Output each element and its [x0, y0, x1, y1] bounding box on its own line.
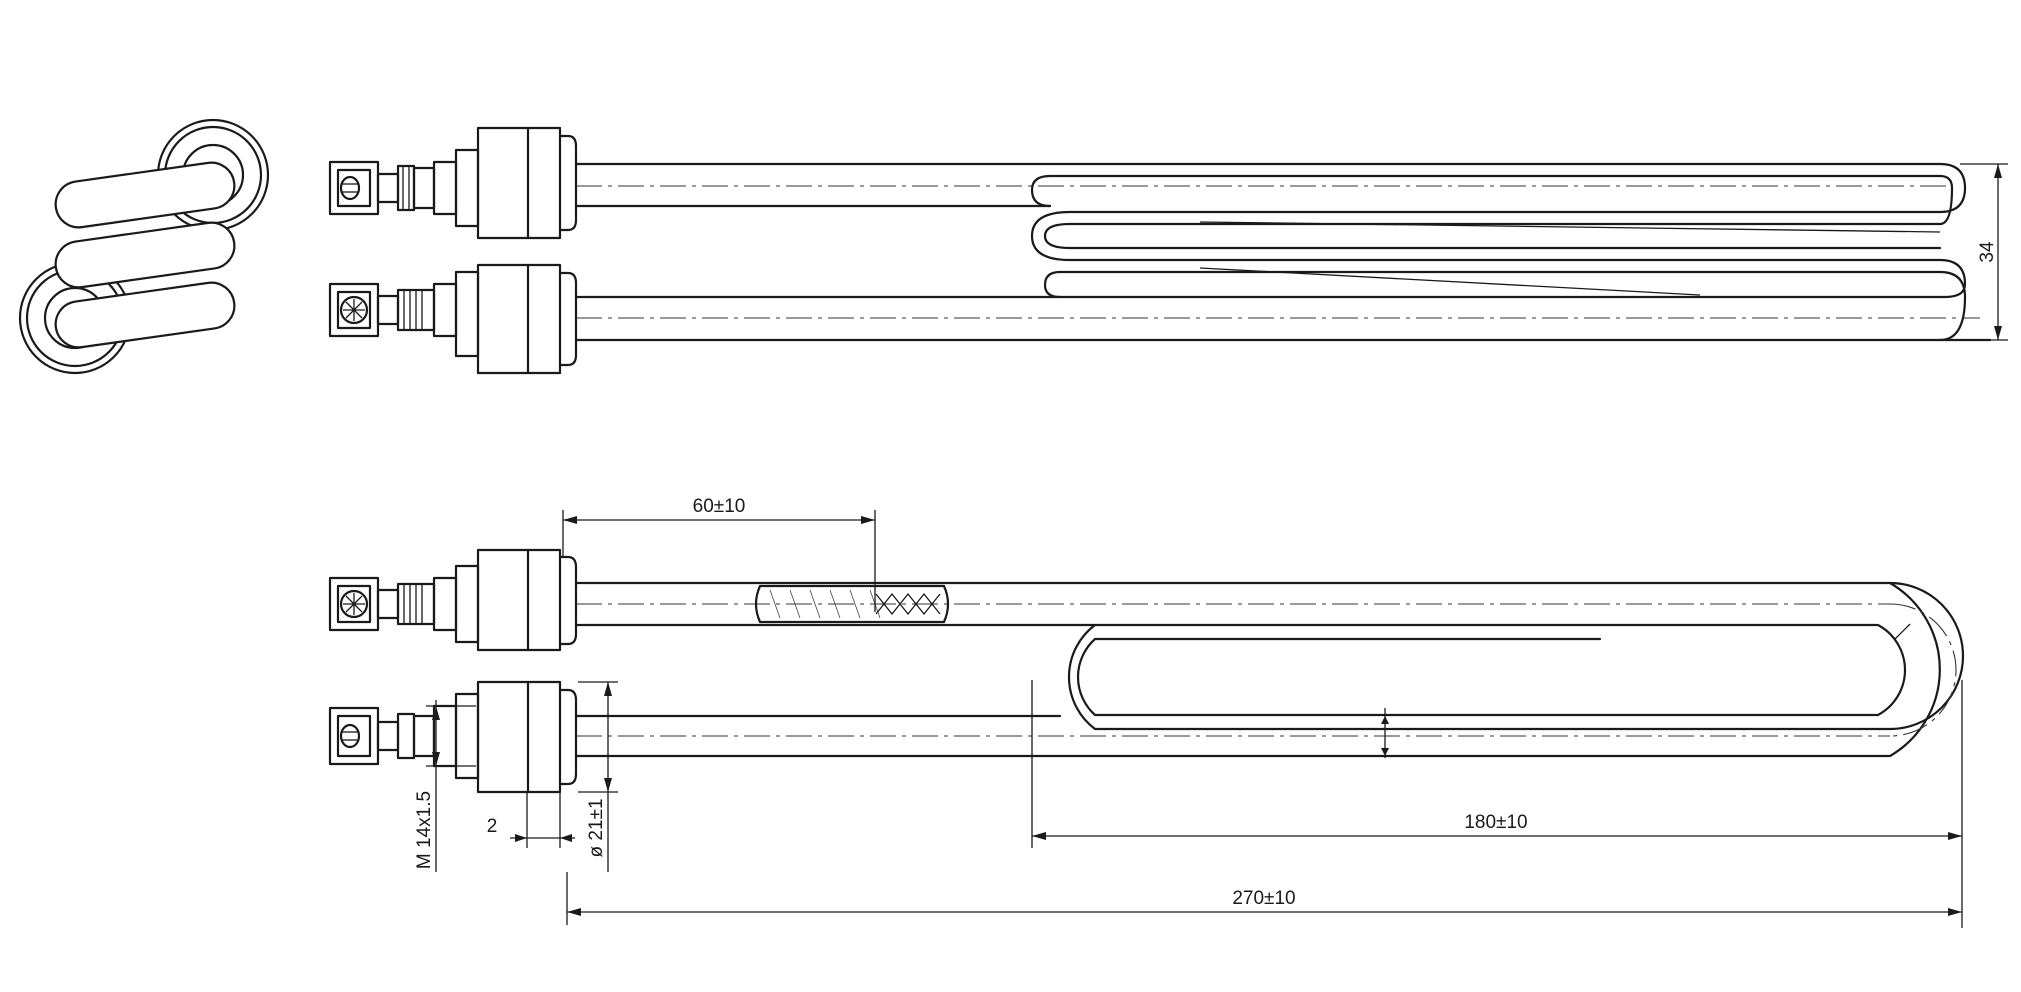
dimension-nut-diameter: ø 21±1 — [578, 681, 618, 872]
dimension-loop-length: 180±10 — [1031, 680, 1963, 928]
nut-diameter-label: ø 21±1 — [586, 798, 607, 857]
side-lower-terminal — [328, 680, 578, 794]
overall-length-label: 270±10 — [1232, 888, 1295, 909]
dimension-inner-gap — [1381, 623, 1911, 758]
flange-thickness-label: 2 — [487, 816, 498, 837]
dimension-overall-length: 270±10 — [566, 872, 1962, 925]
sensor-insert — [754, 584, 950, 624]
top-view: 34 — [328, 126, 2008, 375]
top-upper-terminal — [328, 126, 578, 240]
side-upper-terminal — [328, 548, 578, 652]
loop-length-label: 180±10 — [1464, 812, 1527, 833]
dimension-top-height: 34 — [1960, 163, 2008, 341]
dimension-thread: M 14x1.5 — [414, 700, 476, 872]
top-tubes — [574, 162, 1992, 342]
top-lower-terminal — [328, 263, 578, 375]
dimension-flange: 2 — [487, 792, 575, 848]
thread-label: M 14x1.5 — [414, 791, 435, 869]
dimension-sensor-length: 60±10 — [562, 496, 876, 612]
side-tube-loop — [574, 581, 1965, 758]
top-height-label: 34 — [1977, 241, 1998, 263]
end-view — [18, 118, 270, 375]
side-view: 60±10 M 14x1.5 2 — [328, 496, 1965, 928]
sensor-length-label: 60±10 — [693, 496, 746, 517]
